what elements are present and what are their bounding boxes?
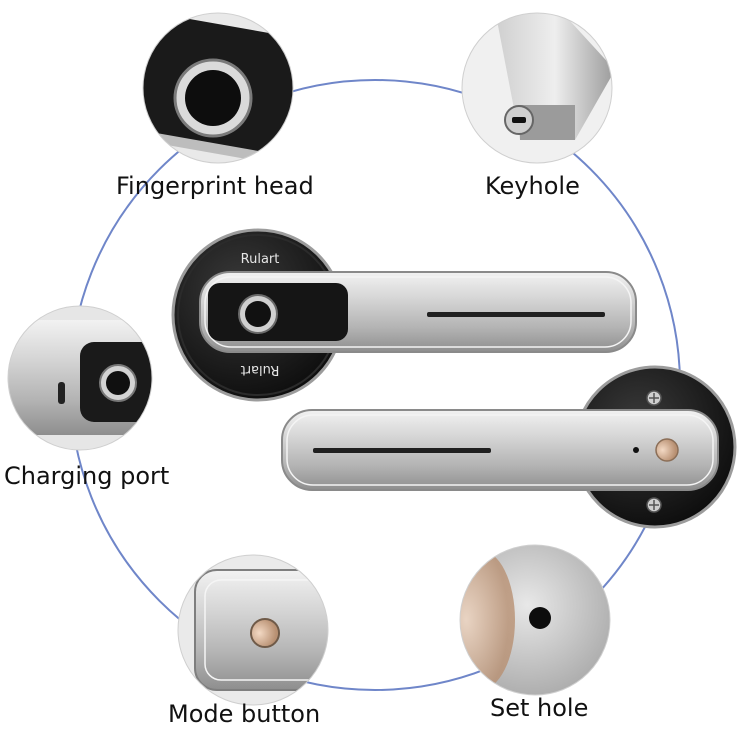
- detail-charging-port: [7, 305, 153, 451]
- brand-lower-mirrored: Rulart: [241, 362, 280, 377]
- detail-fingerprint-head: [142, 12, 294, 164]
- label-set-hole: Set hole: [490, 694, 589, 722]
- lock-back-handle: [281, 365, 737, 529]
- detail-keyhole: [461, 12, 613, 164]
- detail-mode-button: [177, 554, 329, 706]
- detail-set-hole: [459, 544, 611, 696]
- label-fingerprint-head: Fingerprint head: [116, 172, 314, 200]
- label-charging-port: Charging port: [4, 462, 170, 490]
- lock-front-handle: [171, 228, 637, 402]
- label-mode-button: Mode button: [168, 700, 321, 728]
- label-keyhole: Keyhole: [485, 172, 580, 200]
- handle-slot: [427, 312, 605, 317]
- brand-upper: Rulart: [241, 252, 280, 267]
